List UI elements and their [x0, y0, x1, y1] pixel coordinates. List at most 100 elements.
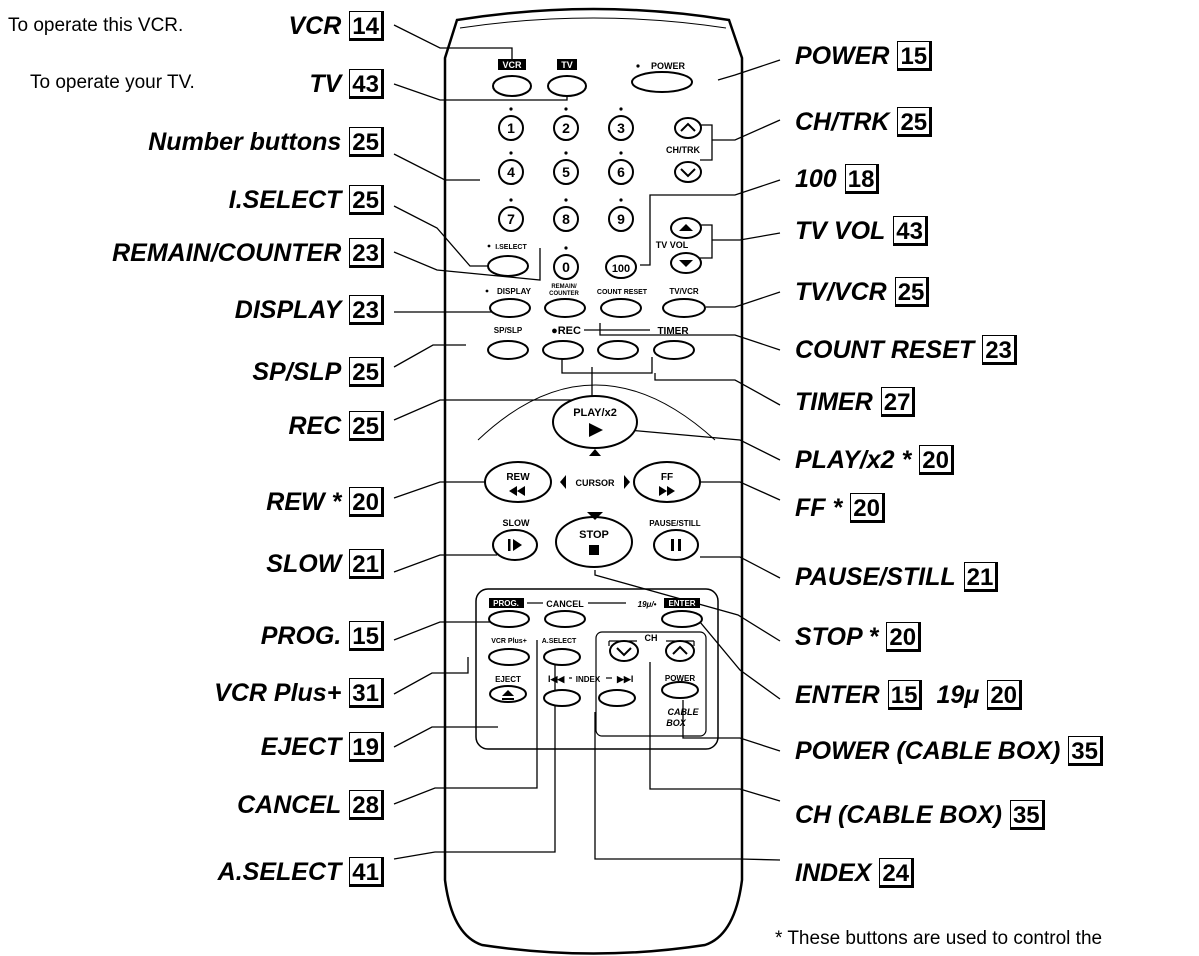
remote-ch-label: CH	[645, 633, 658, 643]
page-number: 25	[897, 107, 933, 137]
digit-8-button[interactable]	[553, 206, 579, 232]
iselect-button[interactable]	[487, 255, 529, 277]
aselect-button[interactable]	[543, 648, 581, 666]
page-number: 23	[349, 295, 384, 325]
timer-button[interactable]	[653, 340, 695, 360]
stop-button[interactable]	[555, 516, 633, 568]
digit-9-button[interactable]	[608, 206, 634, 232]
ch-trk-up-button[interactable]	[674, 117, 702, 139]
callout-label: DISPLAY	[234, 295, 342, 324]
remote-vcr-label: VCR	[502, 60, 522, 70]
page-number: 25	[349, 357, 384, 387]
page-number: 25	[349, 411, 384, 441]
index-back-button[interactable]	[543, 689, 581, 707]
callout-label: PAUSE/STILL	[795, 562, 956, 591]
power-button[interactable]	[631, 71, 693, 93]
rew-button[interactable]	[484, 461, 552, 503]
digit-0-button[interactable]	[553, 254, 579, 280]
tv-button[interactable]	[547, 75, 587, 97]
digit-5-button[interactable]	[553, 159, 579, 185]
vcr-plus-button[interactable]	[488, 648, 530, 666]
callout-play: PLAY/x2 *20	[795, 444, 954, 476]
remote-counter-label: COUNTER	[549, 291, 579, 297]
callout-label: TV VOL	[795, 216, 886, 245]
digit-2-button[interactable]	[553, 115, 579, 141]
cable-power-button[interactable]	[661, 681, 699, 699]
remote-remain-label: REMAIN/	[551, 284, 577, 290]
cable-ch-up-button[interactable]	[665, 640, 695, 662]
pause-icon	[671, 539, 674, 551]
remain-counter-button[interactable]	[544, 298, 586, 318]
index-forward-button[interactable]	[598, 689, 636, 707]
chevron-down-icon	[616, 647, 632, 657]
enter-button[interactable]	[661, 610, 703, 628]
digit-indicator-dot	[564, 246, 568, 250]
callout-label: REC	[288, 411, 342, 440]
prog-button[interactable]	[488, 610, 530, 628]
remote-vcr-plus-label: VCR Plus+	[491, 638, 527, 645]
page-number: 21	[963, 562, 999, 592]
callout-label: PLAY/x2 *	[795, 445, 912, 474]
digit-6-label: 6	[617, 164, 625, 180]
callout-label: VCR	[288, 11, 342, 40]
digit-4-button[interactable]	[498, 159, 524, 185]
page-number: 31	[349, 678, 384, 708]
callout-label: REMAIN/COUNTER	[112, 238, 342, 267]
digit-7-button[interactable]	[498, 206, 524, 232]
remote-hundred-label: 100	[612, 263, 630, 275]
callout-label: SP/SLP	[252, 357, 342, 386]
rec-button[interactable]	[542, 340, 584, 360]
callout-label: FF *	[795, 493, 843, 522]
hundred-button[interactable]	[605, 255, 637, 279]
page-number: 25	[349, 185, 384, 215]
callout-ch-cable: CH (CABLE BOX)35	[795, 799, 1045, 831]
count-reset-button[interactable]	[600, 298, 642, 318]
remote-eject-label: EJECT	[495, 675, 521, 684]
play-button[interactable]	[552, 395, 638, 449]
callout-rew: REW *20	[266, 486, 384, 518]
digit-5-label: 5	[562, 164, 570, 180]
digit-8-label: 8	[562, 211, 570, 227]
page-number: 23	[349, 238, 384, 268]
remote-rew-label: REW	[506, 472, 530, 483]
tv-note: To operate your TV.	[30, 72, 195, 93]
lower-panel	[475, 588, 719, 750]
digit-indicator-dot	[564, 107, 568, 111]
callout-label: SLOW	[266, 549, 342, 578]
callout-label: A.SELECT	[217, 857, 342, 886]
ch-trk-down-button[interactable]	[674, 161, 702, 183]
triangle-down-icon	[679, 260, 693, 267]
remote-cancel-label: CANCEL	[546, 599, 584, 609]
remote-prog-label: PROG.	[493, 599, 519, 608]
ff-button[interactable]	[633, 461, 701, 503]
triangle-up-icon	[679, 224, 693, 231]
callout-vcr-plus: VCR Plus+31	[214, 677, 384, 709]
display-button[interactable]	[489, 298, 531, 318]
tv-vcr-button[interactable]	[662, 298, 706, 318]
pause-still-button[interactable]	[653, 529, 699, 561]
vcr-button[interactable]	[492, 75, 532, 97]
callout-label: TV/VCR	[795, 277, 887, 306]
rec-plus-button[interactable]	[597, 340, 639, 360]
vcr-note: To operate this VCR.	[8, 15, 184, 36]
remote-tv-vol-label: TV VOL	[656, 240, 689, 250]
remote-slow-label: SLOW	[503, 518, 531, 528]
digit-4-label: 4	[507, 164, 515, 180]
digit-1-button[interactable]	[498, 115, 524, 141]
remote-timer-label: TIMER	[657, 326, 689, 337]
cancel-button[interactable]	[544, 610, 586, 628]
sp-slp-button[interactable]	[487, 340, 529, 360]
digit-6-button[interactable]	[608, 159, 634, 185]
digit-7-label: 7	[507, 211, 515, 227]
callout-label: EJECT	[260, 732, 342, 761]
digit-3-button[interactable]	[608, 115, 634, 141]
cable-ch-down-button[interactable]	[609, 640, 639, 662]
page-number: 43	[893, 216, 928, 246]
